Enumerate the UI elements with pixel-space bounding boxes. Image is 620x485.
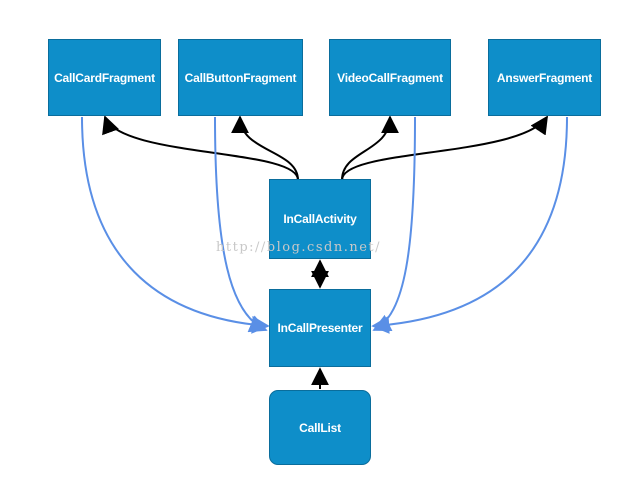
edge-activity-to-answer <box>341 115 548 181</box>
edge-callcard-to-presenter <box>81 116 270 334</box>
node-videocallfragment: VideoCallFragment <box>329 39 451 116</box>
edge-activity-to-videocall <box>341 115 399 181</box>
edge-activity-to-callcard <box>102 115 299 181</box>
node-callbuttonfragment: CallButtonFragment <box>178 39 303 116</box>
node-calllist: CallList <box>269 390 371 465</box>
edge-activity-to-callbutton <box>231 115 299 181</box>
node-answerfragment: AnswerFragment <box>488 39 601 116</box>
edge-callbutton-to-presenter <box>214 116 268 333</box>
node-incallactivity: InCallActivity <box>269 179 371 259</box>
edge-videocall-to-presenter <box>372 116 416 332</box>
node-incallpresenter: InCallPresenter <box>269 289 371 367</box>
node-callcardfragment: CallCardFragment <box>48 39 161 116</box>
edge-answer-to-presenter <box>371 116 568 334</box>
